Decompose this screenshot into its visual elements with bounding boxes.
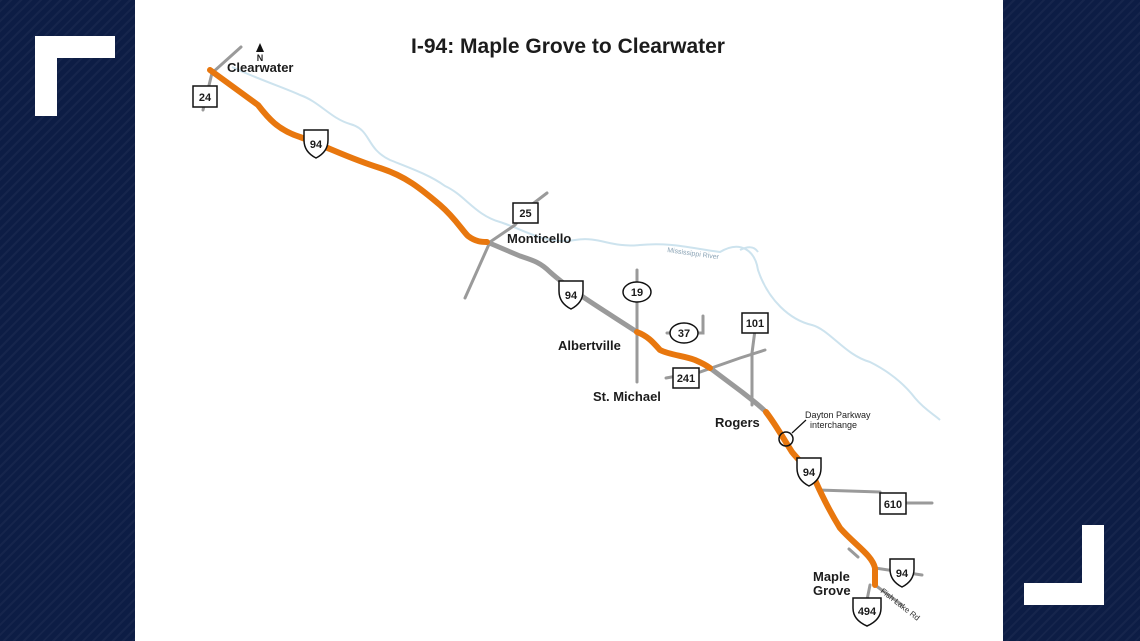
- dayton-parkway-leader: [791, 419, 807, 434]
- i94-construction-rogers-maple-grove: [763, 409, 878, 588]
- svg-text:94: 94: [803, 467, 816, 479]
- svg-text:94: 94: [310, 139, 323, 151]
- shield-us610: 610: [879, 492, 907, 515]
- i94-segment-gray-2: [707, 365, 769, 415]
- mississippi-river: [231, 66, 941, 421]
- road-us101: [750, 328, 757, 407]
- corner-bracket-bottom-right: [1024, 525, 1104, 605]
- road-fish-lake: [873, 583, 904, 607]
- road-maple-grove-north: [847, 547, 860, 559]
- i94-segment-gray-1: [484, 239, 640, 335]
- map-title: I-94: Maple Grove to Clearwater: [411, 35, 725, 58]
- i94-construction-albertville: [634, 329, 713, 371]
- map-panel: [135, 0, 1003, 641]
- svg-text:94: 94: [896, 568, 909, 580]
- svg-text:25: 25: [519, 208, 531, 220]
- north-arrow-icon: [256, 43, 264, 52]
- city-monticello: Monticello: [507, 231, 571, 246]
- north-label: N: [257, 53, 264, 63]
- fish-lake-road-label: Fish Lake Rd: [879, 586, 922, 622]
- left-side-panel: [0, 0, 135, 641]
- city-clearwater: Clearwater: [227, 60, 293, 75]
- shield-us101: 101: [741, 312, 769, 334]
- shield-us24: 24: [192, 85, 218, 108]
- shield-i494: 494: [852, 597, 882, 627]
- shield-i94-rogers: 94: [796, 457, 822, 487]
- svg-text:101: 101: [746, 318, 764, 330]
- road-us610: [816, 488, 934, 505]
- svg-text:19: 19: [631, 287, 643, 299]
- svg-text:24: 24: [199, 92, 212, 104]
- corner-bracket-top-left: [35, 36, 115, 116]
- shield-us241: 241: [672, 367, 700, 389]
- dayton-parkway-marker: [778, 431, 794, 447]
- annotation-line2: interchange: [810, 420, 857, 430]
- road-us25: [463, 191, 549, 300]
- svg-text:610: 610: [884, 499, 902, 511]
- shield-i94-upper: 94: [303, 129, 329, 159]
- city-st-michael: St. Michael: [593, 389, 661, 404]
- svg-text:494: 494: [858, 606, 877, 618]
- shield-county19: 19: [622, 281, 652, 303]
- svg-text:94: 94: [565, 290, 578, 302]
- city-albertville: Albertville: [558, 338, 621, 353]
- annotation-line1: Dayton Parkway: [805, 410, 871, 420]
- city-rogers: Rogers: [715, 415, 760, 430]
- shield-county37: 37: [669, 322, 699, 344]
- shield-us25: 25: [512, 202, 539, 224]
- shield-i94-monticello: 94: [558, 280, 584, 310]
- city-maple-grove-line1: Maple: [813, 569, 850, 584]
- i94-construction-clearwater-monticello: [207, 67, 490, 245]
- svg-text:241: 241: [677, 373, 695, 385]
- city-maple-grove-line2: Grove: [813, 583, 851, 598]
- river-label: Mississippi River: [667, 247, 720, 261]
- shield-i94-maple-grove: 94: [889, 558, 915, 588]
- right-side-panel: [1003, 0, 1140, 641]
- svg-text:37: 37: [678, 328, 690, 340]
